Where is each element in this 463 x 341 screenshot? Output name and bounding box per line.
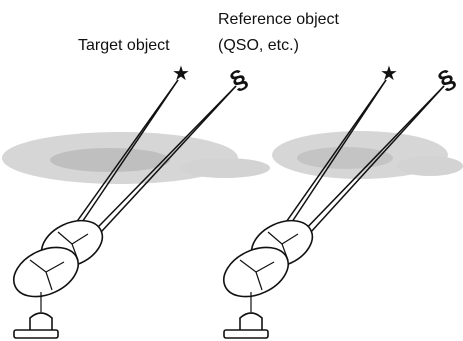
target-star-icon-left: ★ [172, 63, 190, 85]
radio-dish-icon-right-front [223, 246, 289, 339]
target-object-label: Target object [78, 37, 170, 54]
quasar-icon-left: § [225, 63, 253, 96]
radio-dish-icon-left-front [13, 246, 79, 339]
reference-object-label: Reference object [218, 11, 340, 28]
cloud-shape-right [272, 131, 463, 179]
target-star-icon-right: ★ [380, 63, 398, 85]
quasar-icon-right: § [433, 63, 461, 96]
reference-object-sublabel: (QSO, etc.) [218, 37, 299, 54]
